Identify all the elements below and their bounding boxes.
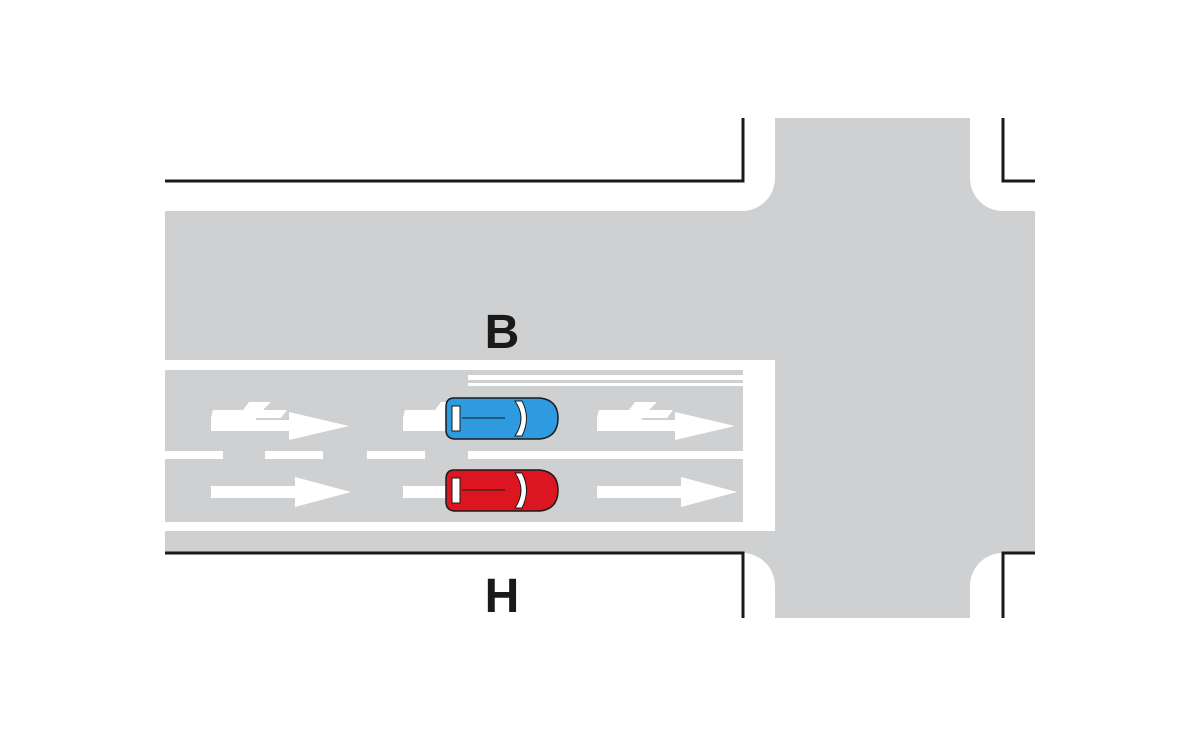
lane-dash-2 xyxy=(265,451,323,459)
curb-northwest xyxy=(165,118,745,183)
corner-fill-nw xyxy=(742,178,775,211)
red-car xyxy=(445,469,559,512)
lane-boundary-top xyxy=(165,360,775,370)
stop-line xyxy=(743,360,775,531)
corner-fill-sw xyxy=(742,553,775,586)
corner-fill-ne xyxy=(970,178,1003,211)
corner-fill-se xyxy=(970,553,1003,586)
lane-dash-1 xyxy=(165,451,223,459)
lane-boundary-bottom xyxy=(165,522,775,531)
road-markings xyxy=(165,360,775,531)
blue-car-windshield xyxy=(514,400,527,437)
red-car-windshield xyxy=(514,472,527,509)
blue-car-rear-window xyxy=(451,405,461,432)
cross-road xyxy=(775,118,970,618)
curb-southwest xyxy=(165,551,745,618)
curb-lines xyxy=(165,118,1035,618)
blue-car xyxy=(445,397,559,440)
inner-line-upper xyxy=(468,375,743,380)
lane-dash-3 xyxy=(367,451,425,459)
lane-divider-solid xyxy=(468,451,743,459)
inner-line-lower xyxy=(468,383,743,386)
label-b: B xyxy=(485,306,520,359)
label-h: H xyxy=(485,570,520,623)
curb-northeast xyxy=(1001,118,1035,183)
curb-southeast xyxy=(1001,551,1035,618)
red-car-rear-window xyxy=(451,477,461,504)
